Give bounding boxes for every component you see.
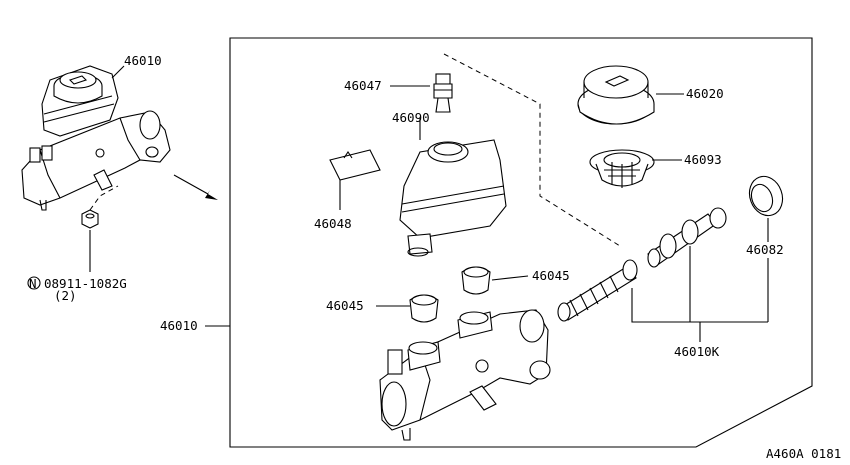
label-46045-left: 46045: [326, 298, 364, 313]
part-46047-bleeder: [390, 73, 453, 113]
label-46010k: 46010K: [674, 344, 720, 359]
label-46010-left: 46010: [160, 318, 198, 333]
label-46045-right: 46045: [532, 268, 570, 283]
label-46090: 46090: [392, 110, 430, 125]
diagram-code: A460A 0181: [766, 446, 841, 461]
part-46090-reservoir: [399, 118, 507, 257]
label-46047: 46047: [344, 78, 382, 93]
label-46010-top: 46010: [124, 53, 162, 68]
part-46082-seal: [748, 175, 784, 322]
part-46045-grommets: [376, 266, 529, 323]
label-46082: 46082: [746, 242, 784, 257]
part-46093-strainer: [589, 149, 682, 188]
label-nut-part-number: 08911-1082G: [44, 276, 127, 291]
label-46020: 46020: [686, 86, 724, 101]
part-46020-cap: [577, 65, 684, 125]
part-46048-clip: [329, 149, 381, 210]
nut-symbol-n: N: [29, 276, 37, 291]
dashed-guide: [443, 53, 621, 247]
label-46093: 46093: [684, 152, 722, 167]
part-46010-cylinder-body: [379, 309, 551, 441]
part-46010k-piston-kit: [557, 207, 768, 342]
label-46048: 46048: [314, 216, 352, 231]
label-nut-quantity: (2): [54, 288, 77, 303]
assembled-master-cylinder: [21, 65, 218, 290]
exploded-view-frame: [229, 37, 813, 448]
